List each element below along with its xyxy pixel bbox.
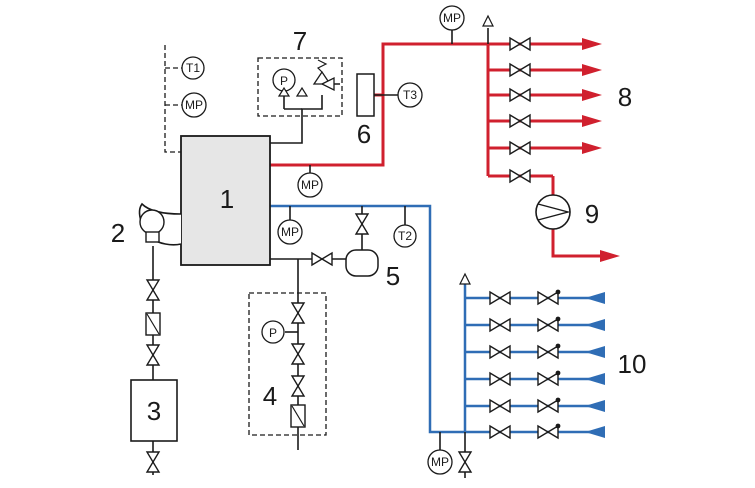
return-valves	[489, 288, 562, 439]
mp-gauge-return	[277, 219, 303, 245]
supply-arrow-5	[582, 142, 602, 154]
expansion-label: 5	[386, 261, 400, 291]
wt-valve-3[interactable]	[291, 375, 305, 397]
return-drain-valve[interactable]	[458, 451, 472, 473]
mp-label-boiler: MP	[185, 98, 203, 112]
return-check-4[interactable]	[537, 369, 562, 386]
expansion-valve[interactable]	[355, 213, 369, 235]
fuel-tank	[130, 379, 178, 442]
safety-valve[interactable]	[312, 59, 335, 92]
supply-valve-4[interactable]	[509, 114, 531, 128]
t2-sensor	[393, 224, 417, 248]
supply-vent	[482, 14, 494, 27]
supply-manifold-label: 8	[618, 82, 632, 112]
t3-label: T3	[403, 88, 417, 102]
supply-valve-6[interactable]	[509, 169, 531, 183]
supply-valve-3[interactable]	[509, 88, 531, 102]
safety-group-frame	[257, 57, 343, 117]
supply-arrows	[582, 38, 620, 262]
supply-arrow-3	[582, 89, 602, 101]
water-treatment-frame	[248, 292, 327, 436]
fuel-tank-label: 3	[147, 396, 161, 426]
vent-arrow-safety-2	[295, 86, 309, 97]
return-valve-1[interactable]	[489, 291, 511, 305]
return-check-2[interactable]	[537, 315, 562, 332]
return-valve-2[interactable]	[489, 318, 511, 332]
supply-arrow-2	[582, 64, 602, 76]
burner-label: 2	[111, 218, 125, 248]
return-manifold-label: 10	[618, 349, 647, 379]
wt-filter-diagonal	[291, 405, 305, 427]
pump-label: 9	[585, 199, 599, 229]
sensor-dashed-line	[164, 45, 181, 153]
pump-out-arrow	[600, 250, 620, 262]
fuel-valve-1[interactable]	[146, 279, 160, 301]
supply-valve-1[interactable]	[509, 37, 531, 51]
return-arrow-3	[585, 346, 605, 358]
return-arrow-2	[585, 319, 605, 331]
pressure-label-safety: P	[280, 74, 288, 88]
return-vent	[459, 272, 471, 285]
supply-arrow-4	[582, 115, 602, 127]
supply-arrow-1	[582, 38, 602, 50]
t2-label: T2	[398, 229, 412, 243]
return-check-1[interactable]	[537, 288, 562, 305]
return-check-6[interactable]	[537, 422, 562, 439]
return-check-3[interactable]	[537, 342, 562, 359]
mp-label-return-bottom: MP	[431, 455, 449, 469]
safety-group-label: 7	[293, 26, 307, 56]
return-arrow-1	[585, 292, 605, 304]
circulation-pump	[535, 194, 571, 230]
mp-label-supply: MP	[301, 178, 319, 192]
heat-exchanger-label: 6	[357, 119, 371, 149]
return-arrows	[585, 292, 605, 438]
boiler	[180, 135, 271, 266]
mp-gauge-header	[439, 5, 465, 31]
return-arrow-6	[585, 426, 605, 438]
mp-label-header: MP	[443, 11, 461, 25]
pressure-label-wt: P	[269, 326, 277, 340]
pressure-gauge-wt	[261, 320, 285, 344]
return-valve-5[interactable]	[489, 399, 511, 413]
fuel-filter-diagonal	[146, 313, 160, 335]
return-arrow-5	[585, 400, 605, 412]
return-check-5[interactable]	[537, 396, 562, 413]
return-valve-6[interactable]	[489, 425, 511, 439]
fill-valve[interactable]	[311, 252, 333, 266]
mp-gauge-supply	[297, 172, 323, 198]
fuel-valve-2[interactable]	[146, 344, 160, 366]
mp-gauge-return-bottom	[427, 449, 453, 475]
wt-valve-2[interactable]	[291, 343, 305, 365]
t3-sensor	[397, 82, 423, 108]
mp-label-return: MP	[281, 225, 299, 239]
supply-valve-2[interactable]	[509, 63, 531, 77]
fuel-drain-valve[interactable]	[146, 451, 160, 473]
heat-exchanger	[356, 73, 375, 117]
supply-valves	[509, 37, 531, 183]
vent-arrow-safety	[277, 86, 291, 97]
boiler-label: 1	[220, 184, 234, 214]
burner-fan	[138, 202, 182, 246]
mp-gauge-boiler	[181, 92, 207, 118]
return-valve-4[interactable]	[489, 372, 511, 386]
return-valve-3[interactable]	[489, 345, 511, 359]
expansion-vessel	[345, 249, 379, 277]
wt-valve-1[interactable]	[291, 302, 305, 324]
t1-label: T1	[186, 61, 200, 75]
water-treatment-label: 4	[263, 381, 277, 411]
return-piping	[270, 204, 600, 434]
supply-valve-5[interactable]	[509, 141, 531, 155]
t1-sensor	[181, 56, 205, 80]
return-arrow-4	[585, 373, 605, 385]
